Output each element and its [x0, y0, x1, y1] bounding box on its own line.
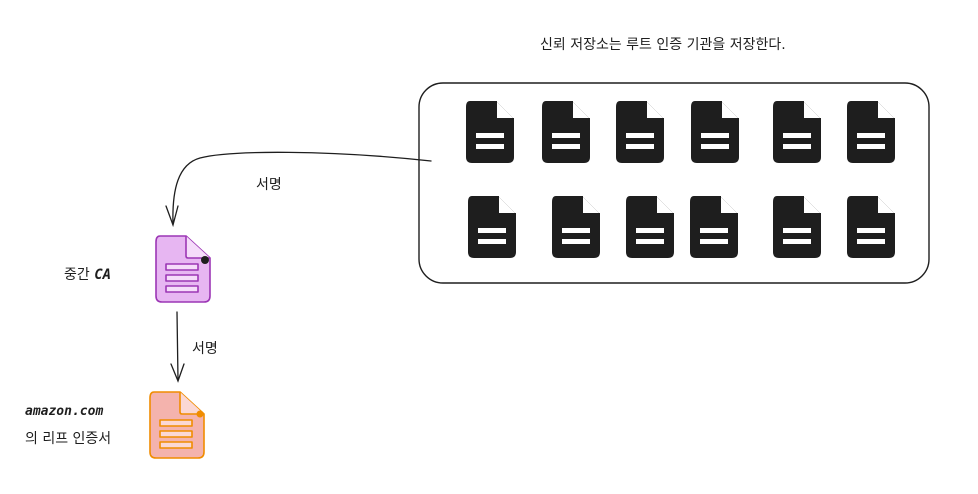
leaf-domain-label: amazon.com — [25, 404, 104, 419]
leaf-cert-label: 의 리프 인증서 — [25, 431, 112, 447]
sign-label-root: 서명 — [256, 177, 282, 193]
trust-store-caption: 신뢰 저장소는 루트 인증 기관을 저장한다. — [540, 37, 786, 53]
root-cert-icon — [465, 100, 515, 164]
root-cert-icon — [772, 195, 822, 259]
intermediate-label-ca: CA — [94, 267, 112, 283]
intermediate-sign-arrow — [170, 311, 185, 383]
root-cert-icon — [541, 100, 591, 164]
trust-store-box — [418, 82, 930, 284]
root-cert-icon — [467, 195, 517, 259]
root-sign-arrow — [165, 151, 432, 228]
root-cert-icon — [615, 100, 665, 164]
root-cert-icon — [625, 195, 675, 259]
root-cert-icon — [551, 195, 601, 259]
intermediate-ca-label: 중간 CA — [64, 264, 111, 284]
root-cert-icon — [846, 195, 896, 259]
root-cert-icon — [690, 100, 740, 164]
leaf-cert-icon — [149, 391, 205, 459]
root-cert-icon — [689, 195, 739, 259]
root-cert-icon — [772, 100, 822, 164]
intermediate-label-ko: 중간 — [64, 267, 90, 283]
intermediate-cert-icon — [155, 235, 211, 303]
root-cert-grid — [465, 100, 896, 259]
root-cert-icon — [846, 100, 896, 164]
sign-label-intermediate: 서명 — [192, 341, 218, 357]
